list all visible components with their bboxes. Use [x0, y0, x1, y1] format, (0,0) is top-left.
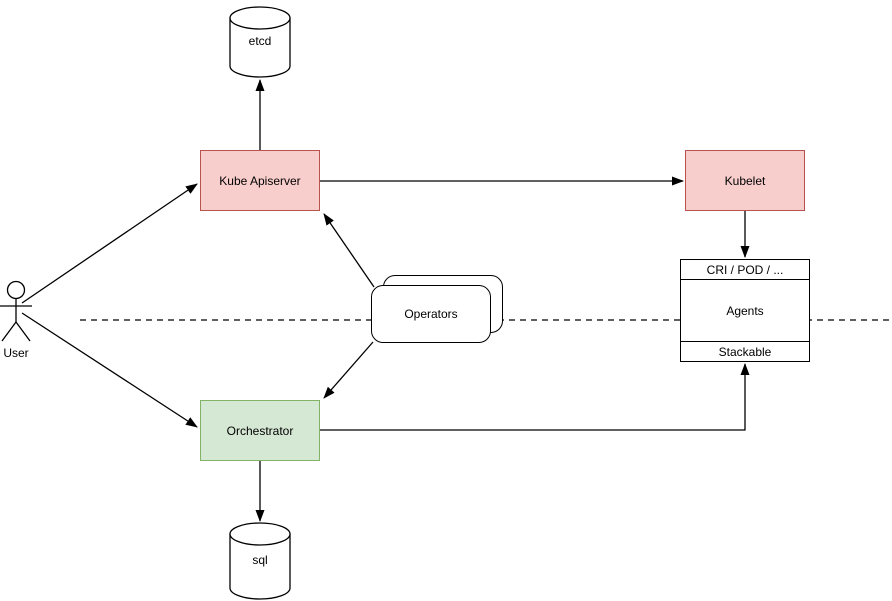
node-orchestrator[interactable]: Orchestrator [200, 400, 320, 461]
node-kube-apiserver[interactable]: Kube Apiserver [200, 150, 320, 211]
agents-stack-row-stackable[interactable]: Stackable [681, 341, 809, 361]
agents-stack-row-cri-label: CRI / POD / ... [706, 262, 784, 277]
node-etcd-label: etcd [248, 34, 272, 48]
node-user[interactable] [0, 280, 32, 342]
edge-user-to-orchestrator[interactable] [21, 312, 198, 428]
database-cylinder-top-icon [229, 6, 291, 30]
stick-figure-icon [0, 280, 32, 342]
node-agents-stack[interactable]: CRI / POD / ... Agents Stackable [680, 259, 810, 362]
agents-stack-row-stackable-label: Stackable [718, 344, 772, 359]
edges [21, 79, 750, 522]
edge-user-to-apiserver[interactable] [21, 183, 198, 304]
node-orchestrator-label: Orchestrator [226, 423, 294, 438]
node-sql-label: sql [252, 553, 268, 567]
node-operators[interactable]: Operators [371, 285, 491, 343]
agents-stack-row-agents[interactable]: Agents [681, 280, 809, 341]
database-cylinder-icon [229, 534, 291, 600]
node-operators-label: Operators [404, 307, 458, 321]
node-sql[interactable] [229, 522, 291, 600]
node-kubelet-label: Kubelet [724, 173, 766, 188]
node-kube-apiserver-label: Kube Apiserver [219, 173, 301, 188]
edge-orchestrator-to-stackable[interactable] [320, 363, 750, 431]
database-cylinder-top-icon [229, 522, 291, 546]
node-kubelet[interactable]: Kubelet [685, 150, 805, 211]
edge-operators-to-apiserver[interactable] [323, 213, 375, 288]
node-etcd[interactable] [229, 6, 291, 78]
node-user-label: User [3, 346, 29, 360]
edge-operators-to-orchestrator[interactable] [323, 341, 374, 399]
agents-stack-row-agents-label: Agents [726, 303, 764, 318]
agents-stack-row-cri[interactable]: CRI / POD / ... [681, 260, 809, 280]
database-cylinder-icon [229, 18, 291, 78]
